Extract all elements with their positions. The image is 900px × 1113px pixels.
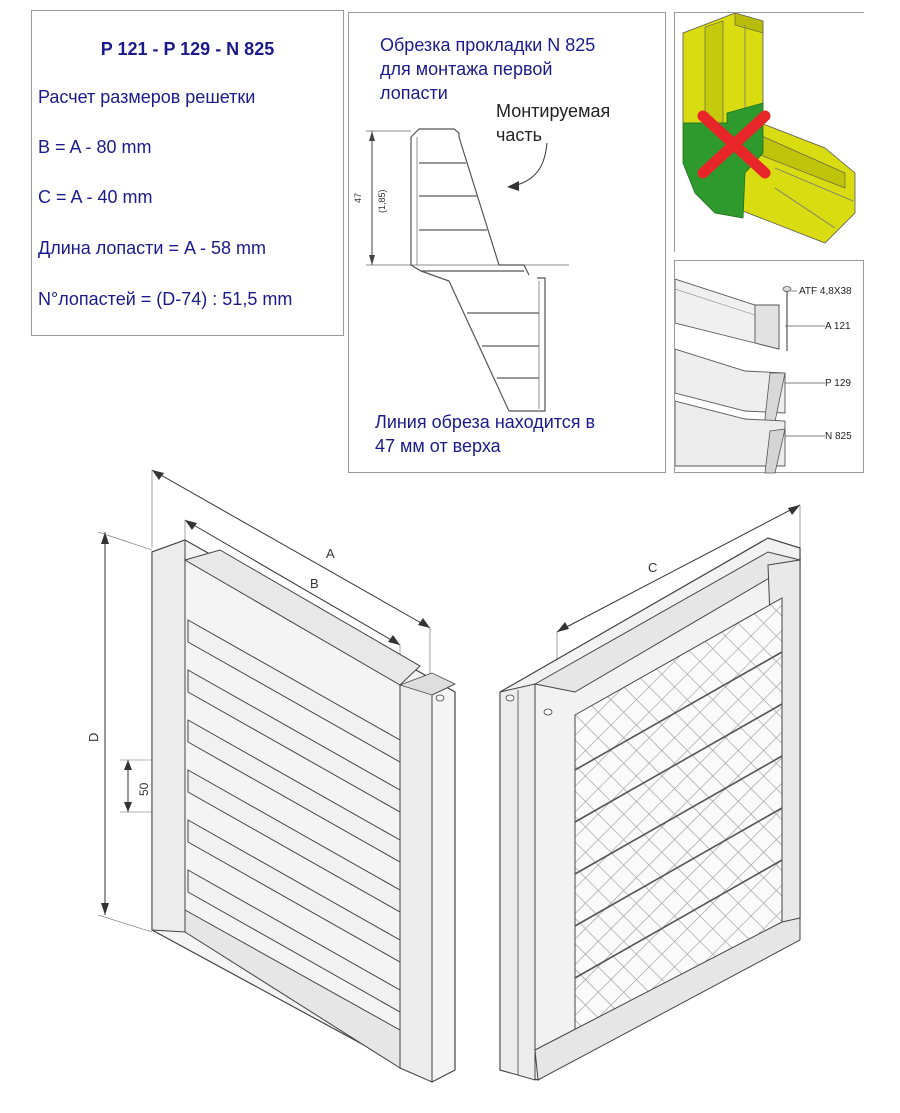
dim-a: A <box>326 546 335 561</box>
dim-c: C <box>648 560 657 575</box>
prohibited-cross-icon <box>697 110 771 179</box>
cut-profile-drawing: 47 (1,85) <box>353 128 569 412</box>
mounted-part-label-1: Монтируемая <box>496 101 611 121</box>
n825-label: N 825 <box>825 431 852 442</box>
cut-caption-line-1: Обрезка прокладки N 825 <box>380 35 596 55</box>
cut-detail-panel: Обрезка прокладки N 825 для монтажа перв… <box>348 12 666 473</box>
cut-line-caption-2: 47 мм от верха <box>375 436 501 456</box>
dim-47: 47 <box>353 193 363 203</box>
cut-caption-line-2: для монтажа первой <box>380 59 553 79</box>
screw-icon <box>782 286 792 351</box>
dim-185: (1,85) <box>377 189 387 213</box>
section-detail-panel: ATF 4,8X38 A 121 P 129 N 825 <box>674 260 864 474</box>
formula-heading: Расчет размеров решетки <box>38 87 256 107</box>
section-detail-drawing: ATF 4,8X38 A 121 P 129 N 825 <box>675 278 852 474</box>
formula-c: C = A - 40 mm <box>38 187 153 207</box>
product-code-title: P 121 - P 129 - N 825 <box>100 39 275 59</box>
corner-profile-drawing <box>675 13 865 253</box>
grille-drawings: A B D 50 <box>86 470 802 1083</box>
formula-blade-length: Длина лопасти = A - 58 mm <box>38 238 267 258</box>
dim-d: D <box>86 733 101 742</box>
grille-rear-view: C <box>499 504 802 1081</box>
formula-blade-count: N°лопастей = (D-74) : 51,5 mm <box>38 289 293 309</box>
screw-label: ATF 4,8X38 <box>799 286 852 297</box>
dim-b: B <box>310 576 319 591</box>
grille-front-view: A B D 50 <box>86 470 456 1083</box>
dim-pitch: 50 <box>137 782 151 796</box>
a121-label: A 121 <box>825 321 851 332</box>
cut-caption-line-3: лопасти <box>380 83 448 103</box>
p129-label: P 129 <box>825 378 851 389</box>
corner-profile-panel <box>674 12 865 253</box>
formula-panel: P 121 - P 129 - N 825 Расчет размеров ре… <box>31 10 344 336</box>
formula-b: B = A - 80 mm <box>38 137 152 157</box>
cut-line-caption-1: Линия обреза находится в <box>375 412 596 432</box>
mounted-part-label-2: часть <box>496 125 543 145</box>
